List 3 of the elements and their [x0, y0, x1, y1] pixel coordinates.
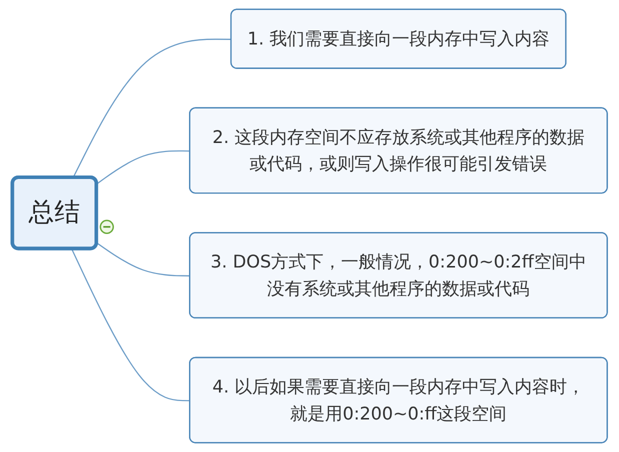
connector: [96, 150, 190, 184]
connector: [96, 242, 190, 276]
connector: [70, 248, 190, 402]
